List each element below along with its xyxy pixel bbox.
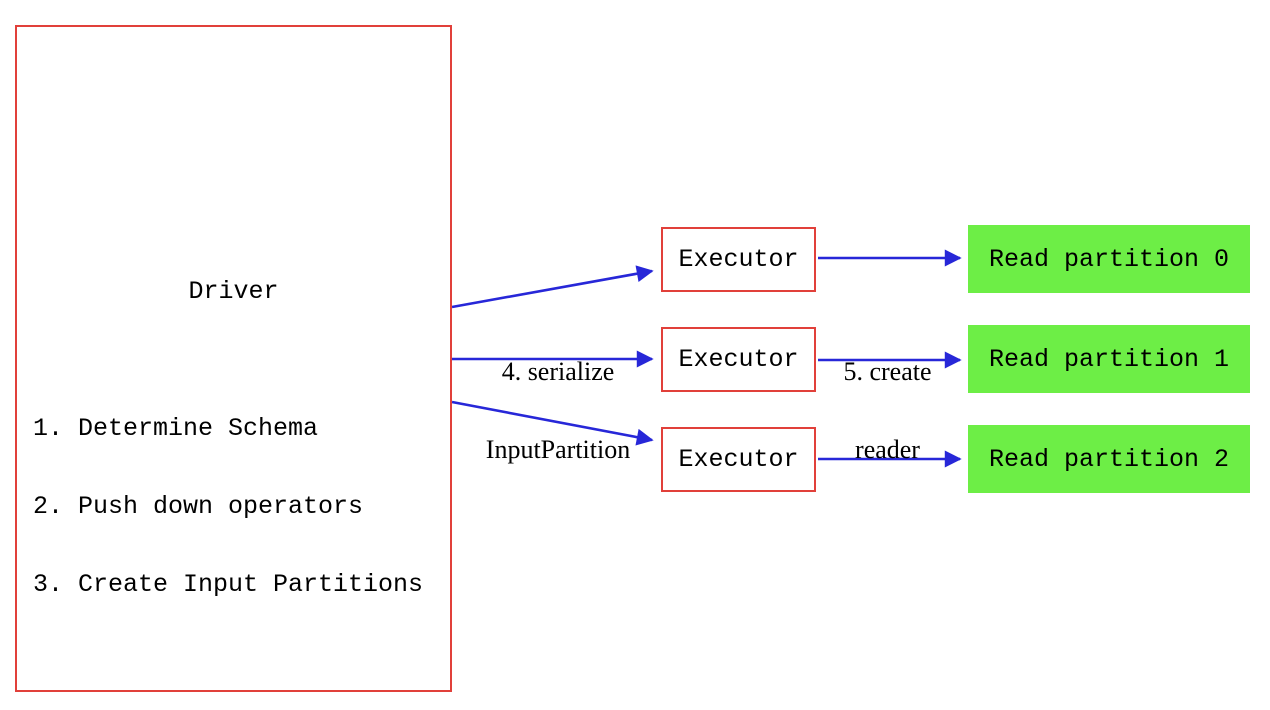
edge-label-serialize-line1: 4. serialize [501, 357, 615, 386]
driver-title: Driver [188, 277, 279, 306]
read-partition-box-2: Read partition 2 [968, 425, 1250, 493]
arrow-driver-to-executor-0 [451, 265, 654, 309]
driver-box: Driver 1. Determine Schema 2. Push down … [15, 25, 452, 692]
executor-box-2: Executor [661, 427, 816, 492]
edge-label-create-reader: 5. create reader [800, 307, 975, 515]
read-partition-box-0: Read partition 0 [968, 225, 1250, 293]
driver-step-3: 3. Create Input Partitions [33, 570, 424, 599]
read-partition-box-1: Read partition 1 [968, 325, 1250, 393]
edge-label-reader-line2: reader [855, 435, 920, 464]
driver-steps: 1. Determine Schema 2. Push down operato… [33, 364, 423, 650]
executor-box-0: Executor [661, 227, 816, 292]
driver-step-1: 1. Determine Schema [33, 414, 319, 443]
driver-step-2: 2. Push down operators [33, 492, 364, 521]
edge-label-serialize-line2: InputPartition [485, 435, 631, 464]
edge-label-reader-line1: 5. create [843, 357, 932, 386]
executor-box-1: Executor [661, 327, 816, 392]
edge-label-serialize-input-partition: 4. serialize InputPartition [448, 307, 668, 515]
